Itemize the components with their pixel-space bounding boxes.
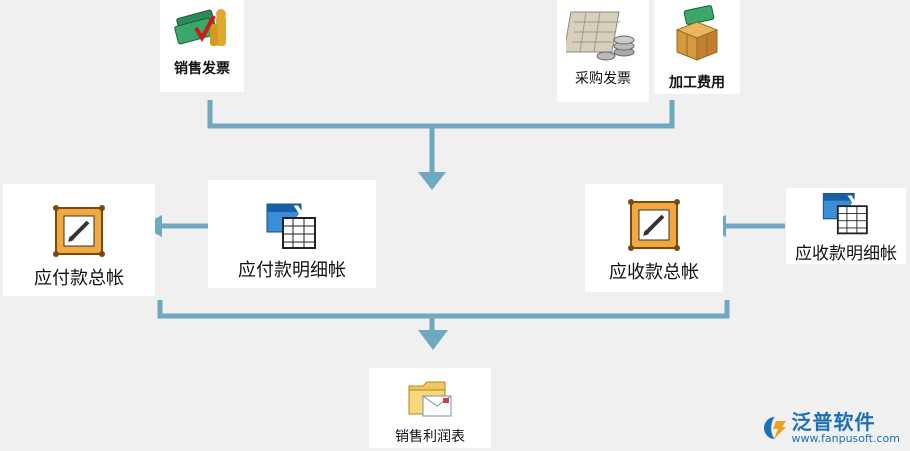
receivable-ledger-label: 应收款总帐 xyxy=(609,262,699,283)
payable-ledger-node[interactable]: 应付款总帐 xyxy=(3,184,155,296)
sales-profit-node[interactable]: 销售利润表 xyxy=(369,368,491,448)
top-bracket-line xyxy=(207,100,675,129)
sales-invoice-node[interactable]: 销售发票 xyxy=(160,0,244,92)
receivable-detail-label: 应收款明细帐 xyxy=(795,244,897,264)
processing-fee-node[interactable]: 加工费用 xyxy=(654,0,740,94)
processing-fee-label: 加工费用 xyxy=(669,75,725,91)
brand-name: 泛普软件 xyxy=(791,410,876,434)
ledger-coins-icon xyxy=(566,11,635,61)
purchase-invoice-node[interactable]: 采购发票 xyxy=(557,0,649,102)
ledger-pencil-icon xyxy=(53,205,105,257)
brand-logo-icon xyxy=(763,417,786,439)
receivable-ledger-node[interactable]: 应收款总帐 xyxy=(585,184,723,292)
money-check-icon xyxy=(174,9,226,46)
folder-mail-icon xyxy=(408,381,452,417)
payable-detail-node[interactable]: X 应付款明细帐 xyxy=(208,180,376,288)
ledger-pencil-icon xyxy=(628,199,680,251)
top-down-arrowhead xyxy=(418,172,446,190)
boxes-money-icon xyxy=(675,5,719,61)
receivable-detail-node[interactable]: X 应收款明细帐 xyxy=(786,188,906,264)
sales-invoice-label: 销售发票 xyxy=(174,61,230,77)
bottom-bracket-line xyxy=(157,300,730,319)
bottom-down-arrowhead xyxy=(418,330,448,350)
excel-sheet-icon: X xyxy=(822,191,868,235)
payable-ledger-label: 应付款总帐 xyxy=(34,268,124,289)
purchase-invoice-label: 采购发票 xyxy=(575,71,631,87)
brand-url: www.fanpusoft.com xyxy=(791,432,900,445)
brand-watermark: 泛普软件 www.fanpusoft.com xyxy=(762,411,900,445)
payable-detail-label: 应付款明细帐 xyxy=(238,260,346,281)
excel-sheet-icon: X xyxy=(266,203,316,249)
sales-profit-label: 销售利润表 xyxy=(395,429,465,445)
